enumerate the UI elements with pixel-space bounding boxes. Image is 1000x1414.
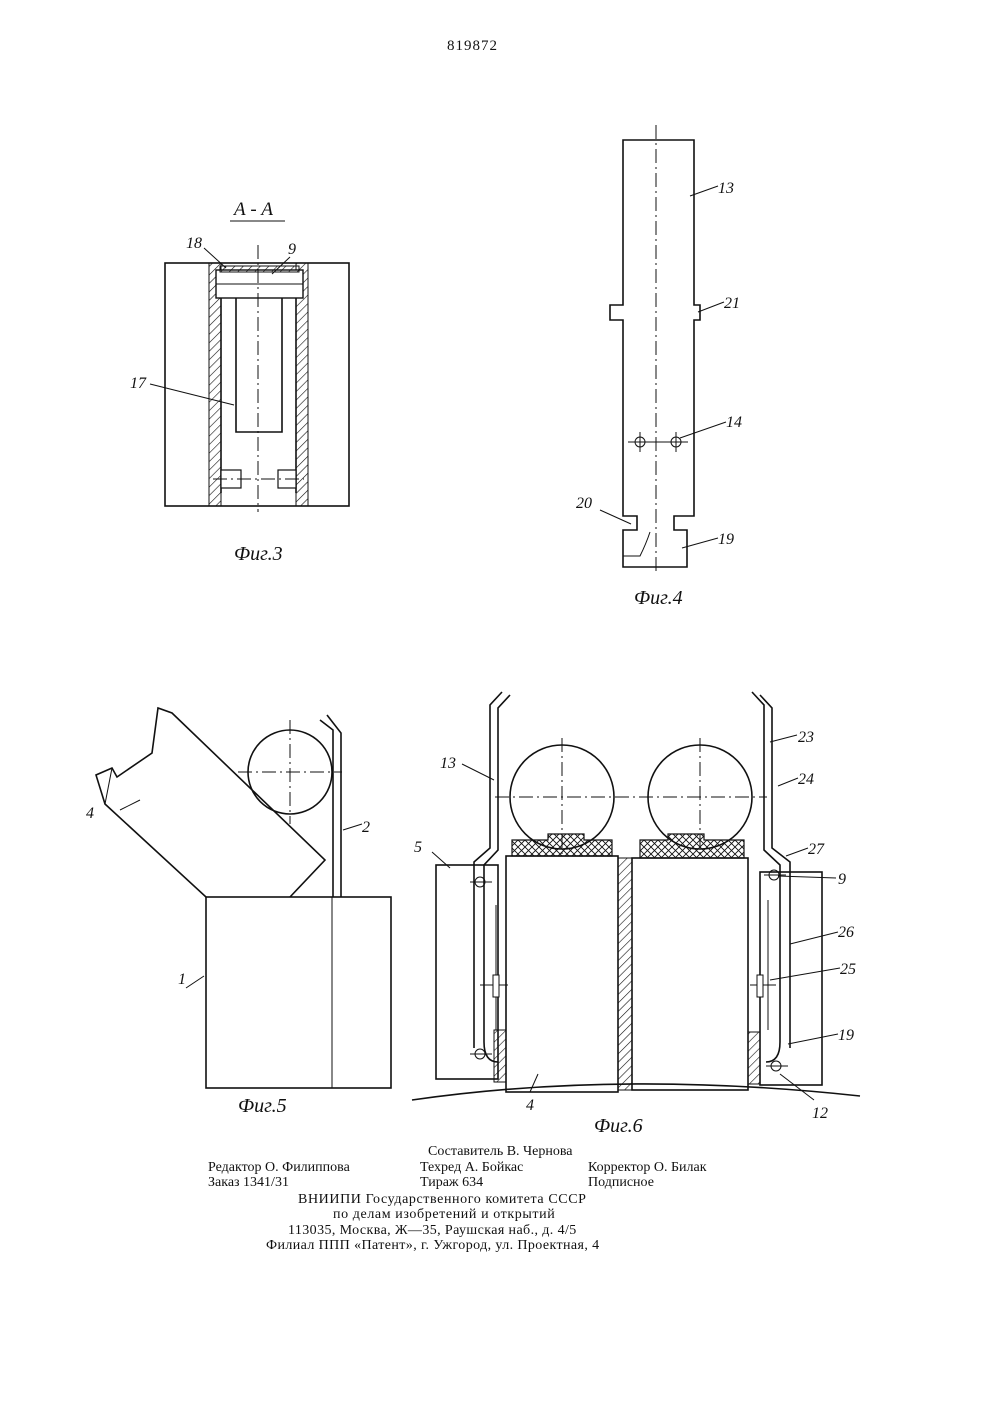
fig6-label-26: 26 xyxy=(838,924,854,941)
fig6-label-13: 13 xyxy=(440,755,456,772)
fig4-label-14: 14 xyxy=(726,414,742,431)
footer-editor: Редактор О. Филиппова xyxy=(208,1160,350,1176)
fig5-label-1: 1 xyxy=(178,971,186,988)
figure-4: 13 21 14 20 19 Фиг.4 xyxy=(576,125,742,609)
fig3-label-18: 18 xyxy=(186,235,202,252)
figure-6: 13 5 23 24 27 9 26 25 19 12 4 Фиг.6 xyxy=(412,692,860,1137)
footer-org-line1: ВНИИПИ Государственного комитета СССР xyxy=(298,1192,587,1208)
fig6-caption: Фиг.6 xyxy=(594,1115,643,1137)
fig4-label-21: 21 xyxy=(724,295,740,312)
fig5-caption: Фиг.5 xyxy=(238,1095,287,1117)
fig5-label-2: 2 xyxy=(362,819,370,836)
footer-order: Заказ 1341/31 xyxy=(208,1175,289,1191)
fig6-label-19: 19 xyxy=(838,1027,854,1044)
fig4-label-13: 13 xyxy=(718,180,734,197)
figure-3: А - А 18 9 17 Фиг.3 xyxy=(130,199,349,565)
footer-circulation: Тираж 634 xyxy=(420,1175,483,1191)
footer-corrector: Корректор О. Билак xyxy=(588,1160,707,1176)
fig4-label-19: 19 xyxy=(718,531,734,548)
fig5-label-4: 4 xyxy=(86,805,94,822)
fig3-section-label: А - А xyxy=(232,199,273,220)
fig4-label-20: 20 xyxy=(576,495,592,512)
fig3-label-9: 9 xyxy=(288,241,296,258)
fig6-label-25: 25 xyxy=(840,961,856,978)
fig6-label-23: 23 xyxy=(798,729,814,746)
fig3-label-17: 17 xyxy=(130,375,147,392)
footer-compiler: Составитель В. Чернова xyxy=(428,1144,573,1160)
fig6-label-27: 27 xyxy=(808,841,825,858)
footer-subscription: Подписное xyxy=(588,1175,654,1191)
fig6-label-9: 9 xyxy=(838,871,846,888)
footer-branch: Филиал ППП «Патент», г. Ужгород, ул. Про… xyxy=(266,1238,600,1254)
fig6-label-4: 4 xyxy=(526,1097,534,1114)
fig6-label-24: 24 xyxy=(798,771,814,788)
fig3-caption: Фиг.3 xyxy=(234,543,283,565)
fig4-caption: Фиг.4 xyxy=(634,587,683,609)
fig6-label-5: 5 xyxy=(414,839,422,856)
footer-techred: Техред А. Бойкас xyxy=(420,1160,523,1176)
figure-5: 4 2 1 Фиг.5 xyxy=(86,708,391,1117)
footer-org-line2: по делам изобретений и открытий xyxy=(333,1207,555,1223)
footer-address: 113035, Москва, Ж—35, Раушская наб., д. … xyxy=(288,1223,577,1239)
fig6-label-12: 12 xyxy=(812,1105,828,1122)
